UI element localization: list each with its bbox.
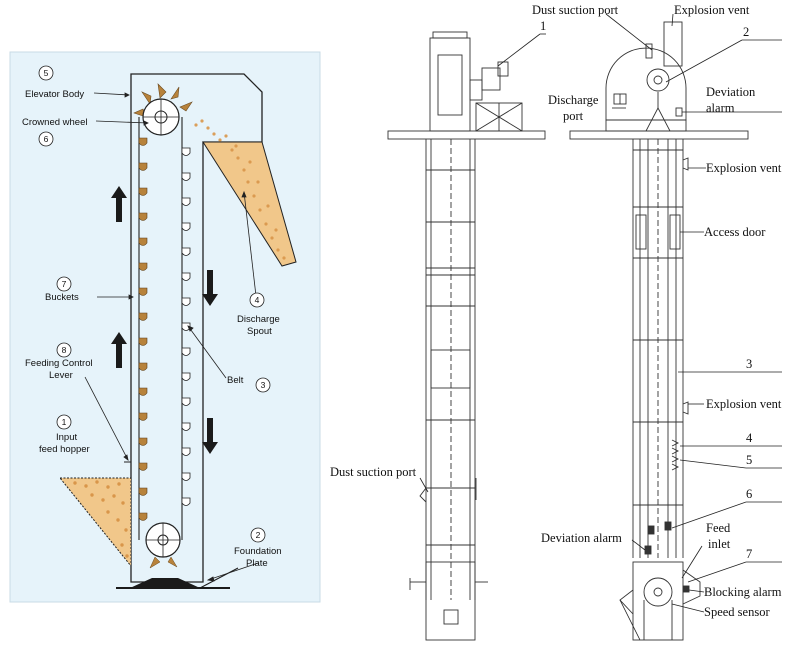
input-feed-hopper [58,461,132,568]
platform-right [569,130,749,140]
label-discharge-port-line2: port [563,109,584,123]
label-feed-inlet-line1: Feed [706,521,731,535]
label-belt: Belt [227,375,244,386]
label-num-2: 2 [256,530,261,540]
label-num-3-right: 3 [746,357,752,371]
buckets-up [138,137,148,521]
label-num-3: 3 [261,380,266,390]
boot-wheel [145,522,181,569]
label-speed-sensor: Speed sensor [704,605,770,619]
label-num-5-right: 5 [746,453,752,467]
movement-arrows [111,186,218,454]
label-num-1-right: 1 [540,19,546,33]
label-deviation-alarm-top-line2: alarm [706,101,735,115]
front-view-drawing [569,21,749,641]
label-explosion-vent-top: Explosion vent [674,3,750,17]
elevator-body [130,73,263,583]
label-dust-suction-top: Dust suction port [532,3,619,17]
label-dust-suction-low: Dust suction port [330,465,417,479]
label-blocking-alarm: Blocking alarm [704,585,782,599]
arrow-up-icon [111,332,127,368]
label-discharge-port-line1: Discharge [548,93,599,107]
crowned-wheel [133,83,193,136]
side-view-drawing [387,31,546,641]
label-buckets: Buckets [45,292,79,303]
label-num-8: 8 [62,345,67,355]
label-num-7: 7 [62,279,67,289]
label-num-2-right: 2 [743,25,749,39]
label-explosion-vent-mid: Explosion vent [706,161,782,175]
label-input-line1: Input [56,432,77,443]
label-num-4: 4 [255,295,260,305]
left-number-circles [38,65,271,543]
left-diagram: 5 Elevator Body Crowned wheel 6 7 Bucket… [9,51,321,603]
label-feeding-control-line2: Lever [49,370,73,381]
arrow-down-icon [202,418,218,454]
label-discharge-line2: Spout [247,326,272,337]
label-num-5: 5 [44,68,49,78]
label-deviation-alarm-low: Deviation alarm [541,531,622,545]
label-feed-inlet-line2: inlet [708,537,731,551]
discharge-spout [194,119,297,267]
label-foundation-line1: Foundation [234,546,282,557]
label-explosion-vent-low: Explosion vent [706,397,782,411]
label-foundation-line2: Plate [246,558,268,569]
label-deviation-alarm-top-line1: Deviation [706,85,756,99]
left-panel-background [9,51,321,603]
label-discharge-line1: Discharge [237,314,280,325]
label-input-line2: feed hopper [39,444,90,455]
arrow-up-icon [111,186,127,222]
label-num-4-right: 4 [746,431,753,445]
right-labels: Dust suction port Explosion vent 1 2 Dis… [330,3,782,619]
label-num-7-right: 7 [746,547,752,561]
label-elevator-body: Elevator Body [25,89,84,100]
label-num-6-right: 6 [746,487,752,501]
label-crowned-wheel: Crowned wheel [22,117,87,128]
platform-left [387,130,546,140]
left-leader-lines [84,92,259,582]
left-labels: 5 Elevator Body Crowned wheel 6 7 Bucket… [22,68,282,569]
label-feeding-control-line1: Feeding Control [25,358,93,369]
elevator-body-outline [130,73,263,583]
right-leader-lines [419,13,782,641]
arrow-down-icon [202,270,218,306]
label-access-door: Access door [704,225,766,239]
label-num-6: 6 [44,134,49,144]
buckets-down [181,147,191,506]
label-num-1: 1 [62,417,67,427]
foundation-plate [116,567,239,589]
